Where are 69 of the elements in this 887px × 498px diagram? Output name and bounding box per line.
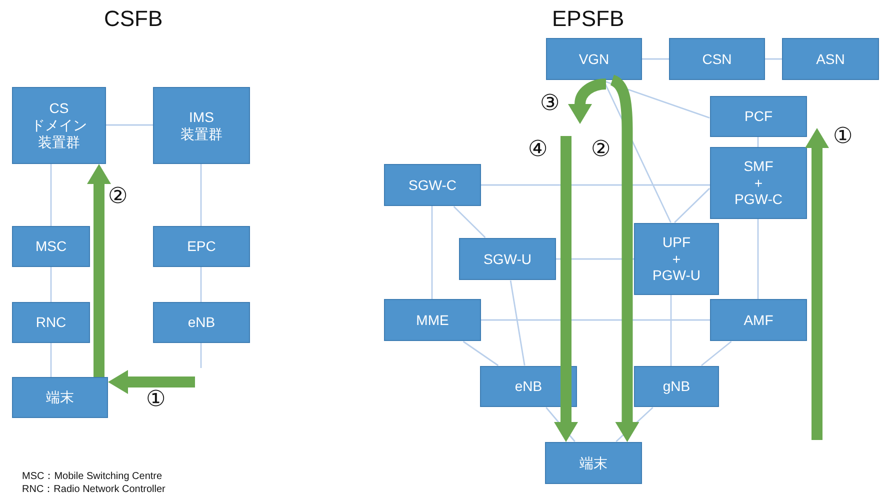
flow-arrow — [610, 75, 640, 442]
node-label: gNB — [662, 378, 690, 395]
network-node-box — [545, 442, 642, 484]
network-node-box — [634, 366, 719, 407]
node-label: SGW-C — [408, 176, 456, 194]
step-number: ① — [833, 125, 853, 147]
footnote: MSC：Mobile Switching Centre — [22, 470, 162, 483]
node-label: VGN — [578, 50, 610, 68]
network-node-box — [546, 38, 642, 80]
node-label: MME — [416, 312, 449, 328]
connector-line — [757, 137, 759, 147]
connector-line — [106, 124, 153, 126]
connector-line — [642, 58, 669, 60]
network-node-box — [669, 38, 765, 80]
connector-line — [50, 164, 52, 226]
network-node-box — [153, 302, 250, 343]
connector-line — [200, 164, 202, 226]
connector-line — [670, 295, 672, 366]
network-node-box — [384, 299, 481, 341]
node-label: SMF + PGW-C — [734, 158, 782, 208]
network-node-box — [459, 238, 556, 280]
node-label: 端末 — [46, 389, 74, 406]
node-label: RNC — [36, 314, 66, 331]
connector-line — [50, 267, 52, 302]
network-node-box — [710, 147, 807, 219]
connector-line — [701, 340, 732, 366]
network-node-box — [710, 299, 807, 341]
connector-line — [510, 280, 526, 366]
node-label: AMF — [744, 312, 774, 328]
node-label: MSC — [35, 238, 67, 255]
connector-line — [50, 343, 52, 377]
network-node-box — [12, 226, 90, 267]
footnote: RNC：Radio Network Controller — [22, 483, 166, 496]
network-node-box — [153, 87, 250, 164]
flow-arrow — [554, 136, 578, 442]
node-label: ASN — [816, 50, 845, 68]
connector-line — [200, 267, 202, 302]
network-node-box — [12, 87, 106, 164]
node-label: 端末 — [580, 454, 608, 472]
connector-line — [462, 340, 499, 366]
connector-line — [200, 343, 202, 368]
node-label: IMS 装置群 — [180, 108, 222, 142]
node-label: SGW-U — [484, 250, 532, 268]
connector-line — [674, 188, 710, 223]
connector-line — [431, 206, 433, 299]
network-node-box — [384, 164, 481, 206]
node-label: eNB — [514, 378, 542, 395]
node-label: CSN — [702, 50, 732, 68]
node-label: CSドメイン装置群 — [31, 100, 87, 151]
node-label: EPC — [187, 238, 216, 255]
diagram-heading: CSFB — [104, 6, 163, 32]
node-label: eNB — [188, 314, 216, 331]
network-node-box — [153, 226, 250, 267]
network-node-box — [12, 302, 90, 343]
node-label: UPF + PGW-U — [652, 234, 700, 284]
diagram-heading: EPSFB — [552, 6, 624, 32]
network-node-box — [634, 223, 719, 295]
network-node-box — [710, 96, 807, 137]
connector-line — [481, 319, 710, 321]
network-node-box — [782, 38, 879, 80]
node-label: PCF — [744, 108, 772, 125]
connector-line — [765, 58, 782, 60]
connector-line — [757, 219, 759, 299]
connector-line — [481, 184, 710, 186]
step-number: ③ — [540, 92, 560, 114]
connector-line — [453, 206, 486, 238]
network-node-box — [12, 377, 108, 418]
flow-arrow — [87, 164, 111, 377]
flow-arrow — [108, 370, 195, 394]
